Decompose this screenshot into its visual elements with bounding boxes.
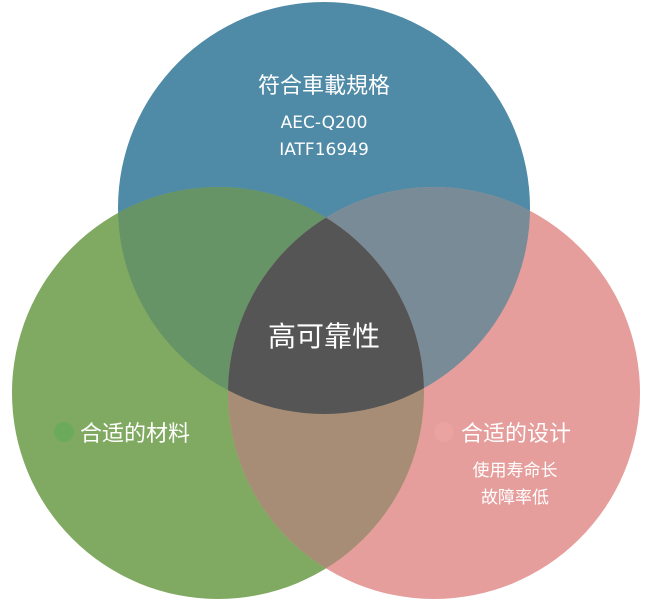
top-line-1: AEC-Q200 bbox=[280, 113, 368, 133]
center-title: 高可靠性 bbox=[267, 320, 380, 353]
left-title: 合适的材料 bbox=[80, 422, 191, 447]
right-line-1: 使用寿命长 bbox=[472, 461, 558, 481]
green-dot bbox=[54, 422, 74, 442]
right-title: 合适的设计 bbox=[461, 422, 572, 447]
pink-dot bbox=[434, 422, 454, 442]
top-line-2: IATF16949 bbox=[279, 140, 369, 160]
overlap-center bbox=[228, 187, 424, 414]
top-title: 符合車載規格 bbox=[257, 74, 390, 99]
right-line-2: 故障率低 bbox=[481, 488, 549, 508]
